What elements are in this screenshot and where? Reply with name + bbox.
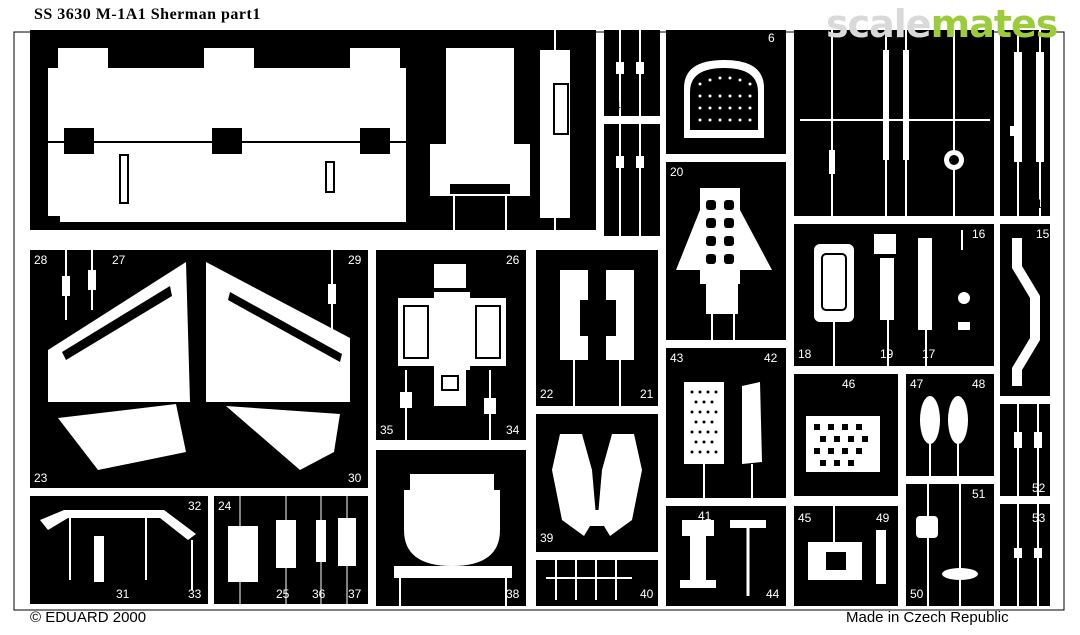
part-38-block xyxy=(376,450,526,606)
part-53-block xyxy=(1000,504,1050,606)
part-number: 14 xyxy=(1036,197,1050,211)
part-number: 13 xyxy=(1004,197,1018,211)
part-number: 45 xyxy=(798,511,812,525)
copyright-text: © EDUARD 2000 xyxy=(30,609,147,626)
part-number: 39 xyxy=(540,531,554,545)
part-number: 8 xyxy=(798,197,805,211)
part-number: 27 xyxy=(112,253,126,267)
fret-title: SS 3630 M-1A1 Sherman part1 xyxy=(34,6,261,23)
part-number: 46 xyxy=(842,377,856,391)
scalemates-watermark: scalemates xyxy=(826,2,1058,46)
part-45-49-block xyxy=(794,506,898,606)
part-1-block xyxy=(30,30,422,230)
part-50-51-block xyxy=(906,484,994,606)
part-number: 42 xyxy=(764,351,778,365)
part-2-block xyxy=(422,30,538,230)
part-23-30-block xyxy=(30,250,368,488)
part-39-block xyxy=(536,414,658,552)
part-number: 34 xyxy=(506,423,520,437)
part-number: 18 xyxy=(798,347,812,361)
part-number: 24 xyxy=(218,499,232,513)
part-number: 29 xyxy=(348,253,362,267)
part-number: 17 xyxy=(922,347,936,361)
part-3-block xyxy=(538,30,596,230)
part-number: 21 xyxy=(640,387,654,401)
part-number: 47 xyxy=(910,377,924,391)
part-52-block xyxy=(1000,404,1050,496)
part-number: 52 xyxy=(1032,481,1046,495)
part-number: 33 xyxy=(188,587,202,601)
part-number: 22 xyxy=(540,387,554,401)
part-number: 10 xyxy=(852,197,866,211)
part-number: 44 xyxy=(766,587,780,601)
part-47-48-block xyxy=(906,374,994,476)
part-number: 5 xyxy=(612,219,619,233)
part-number: 51 xyxy=(972,487,986,501)
part-number: 37 xyxy=(348,587,362,601)
part-number: 20 xyxy=(670,165,684,179)
part-42-43-block xyxy=(666,348,786,498)
part-number: 50 xyxy=(910,587,924,601)
part-number: 15 xyxy=(1036,227,1050,241)
part-4-5-block xyxy=(604,30,660,236)
part-number: 31 xyxy=(116,587,130,601)
part-number: 28 xyxy=(34,253,48,267)
part-13-14-block xyxy=(1000,30,1050,216)
part-34-37-block xyxy=(214,496,368,604)
part-number: 48 xyxy=(972,377,986,391)
part-number: 3 xyxy=(580,31,587,45)
part-number: 30 xyxy=(348,471,362,485)
part-number: 43 xyxy=(670,351,684,365)
part-number: 16 xyxy=(972,227,986,241)
part-15-block xyxy=(1000,224,1050,396)
part-number: 36 xyxy=(312,587,326,601)
part-26-36-block xyxy=(376,250,526,440)
part-number: 6 xyxy=(768,31,775,45)
part-number: 53 xyxy=(1032,511,1046,525)
part-number: 2 xyxy=(476,219,483,233)
part-number: 41 xyxy=(698,509,712,523)
part-6-block xyxy=(666,30,786,154)
part-40-block xyxy=(536,560,658,606)
part-number: 49 xyxy=(876,511,890,525)
part-number: 12 xyxy=(972,197,986,211)
made-in-text: Made in Czech Republic xyxy=(846,609,1009,626)
part-number: 25 xyxy=(276,587,290,601)
part-20-block xyxy=(666,162,786,340)
part-21-22-block xyxy=(536,250,658,406)
part-41-44-block xyxy=(666,506,786,606)
part-number: 11 xyxy=(920,197,933,211)
part-31-33-block xyxy=(30,496,208,604)
part-number: 40 xyxy=(640,587,654,601)
part-number: 4 xyxy=(614,99,621,113)
part-16-19-block xyxy=(794,224,994,366)
part-number: 1 xyxy=(34,219,41,233)
part-number: 26 xyxy=(506,253,520,267)
part-number: 38 xyxy=(506,587,520,601)
part-number: 23 xyxy=(34,471,48,485)
part-number: 35 xyxy=(380,423,394,437)
part-number: 19 xyxy=(880,347,894,361)
part-number: 32 xyxy=(188,499,202,513)
part-8-12-block xyxy=(794,30,994,216)
part-46-block xyxy=(794,374,898,496)
